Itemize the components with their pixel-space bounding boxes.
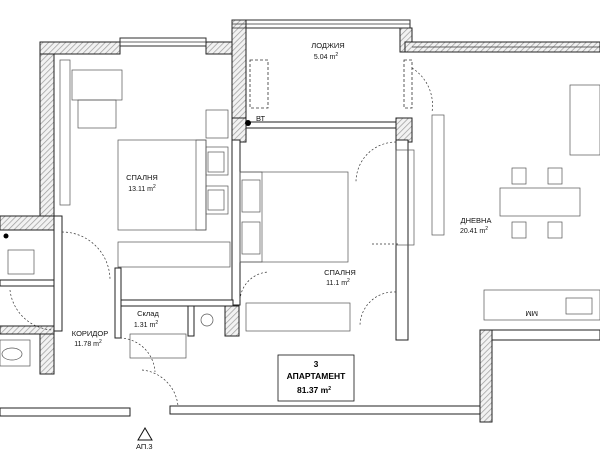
bedroom1-name: СПАЛНЯ — [126, 173, 158, 182]
windows — [119, 19, 600, 48]
loggia-area: 5.04 m2 — [314, 52, 338, 61]
apartment-box — [277, 354, 355, 402]
bt-marker-dot — [245, 120, 251, 126]
apartment-title: АПАРТАМЕНТ — [287, 371, 347, 381]
bedroom2-furniture — [239, 149, 415, 332]
entrance-label: АП.3 — [136, 442, 153, 450]
bedroom2-name: СПАЛНЯ — [324, 268, 356, 277]
loggia-name: ЛОДЖИЯ — [311, 41, 344, 50]
bath-fixtures — [0, 249, 214, 367]
apartment-number: 3 — [314, 359, 319, 369]
door-swings — [9, 67, 433, 407]
bt-marker-label: ВТ — [256, 114, 266, 123]
markers: ВТ АП.3 MM — [3, 114, 539, 450]
bedroom1-area: 13.11 m2 — [128, 184, 156, 193]
room-labels: ЛОДЖИЯ 5.04 m2 СПАЛНЯ 13.11 m2 СПАЛНЯ 11… — [72, 41, 492, 348]
corridor-dot — [3, 233, 9, 239]
bedroom1-furniture — [59, 59, 231, 268]
apartment-area: 81.37 m2 — [297, 385, 331, 395]
living-name: ДНЕВНА — [461, 216, 492, 225]
entrance-arrow — [137, 427, 153, 441]
loggia-furniture — [249, 59, 413, 109]
walls — [0, 19, 600, 423]
corridor-name: КОРИДОР — [72, 329, 108, 338]
appliance-label: MM — [526, 309, 539, 318]
living-furniture — [431, 84, 600, 321]
corridor-area: 11.78 m2 — [74, 339, 102, 348]
living-area: 20.41 m2 — [460, 226, 488, 235]
apartment-summary: 3 АПАРТАМЕНТ 81.37 m2 — [277, 354, 355, 402]
storage-area: 1.31 m2 — [134, 320, 158, 329]
storage-name: Склад — [137, 309, 159, 318]
bedroom2-area: 11.1 m2 — [326, 278, 350, 287]
